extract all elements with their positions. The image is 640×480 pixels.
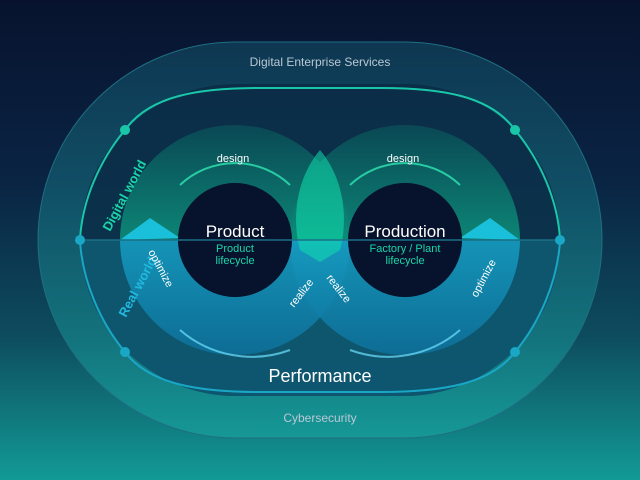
- node-top-left: [120, 125, 130, 135]
- right-design-arc: [349, 162, 461, 186]
- left-design-label: design: [217, 153, 249, 165]
- right-design-label: design: [387, 153, 419, 165]
- real-world-arc: [79, 239, 561, 393]
- right-transition-wedge: [460, 218, 520, 240]
- product-title: Product: [206, 222, 265, 241]
- production-subtitle-1: Factory / Plant: [370, 243, 441, 255]
- left-ring-real: [120, 240, 350, 355]
- node-top-right: [510, 125, 520, 135]
- node-bottom-right: [510, 347, 520, 357]
- outer-bottom-label: Cybersecurity: [283, 411, 356, 425]
- overlap-highlight: [296, 150, 344, 262]
- left-design-arc: [179, 162, 291, 186]
- digital-world-arc: [124, 87, 516, 131]
- digital-world-side-arc-right: [514, 129, 561, 241]
- production-title: Production: [364, 222, 445, 241]
- left-transition-wedge: [120, 218, 180, 240]
- left-real-arc: [179, 329, 291, 358]
- product-subtitle-1: Product: [216, 243, 254, 255]
- right-ring-digital: [290, 125, 520, 240]
- right-real-arc: [349, 329, 461, 358]
- digital-world-side-arc: [79, 129, 126, 241]
- left-ring-digital: [120, 125, 350, 240]
- production-subtitle-2: lifecycle: [385, 255, 424, 267]
- node-mid-left: [75, 235, 85, 245]
- performance-label: Performance: [268, 366, 371, 386]
- outer-top-label: Digital Enterprise Services: [250, 55, 391, 69]
- node-mid-right: [555, 235, 565, 245]
- right-ring-real: [290, 240, 520, 355]
- node-bottom-left: [120, 347, 130, 357]
- product-subtitle-2: lifecycle: [215, 255, 254, 267]
